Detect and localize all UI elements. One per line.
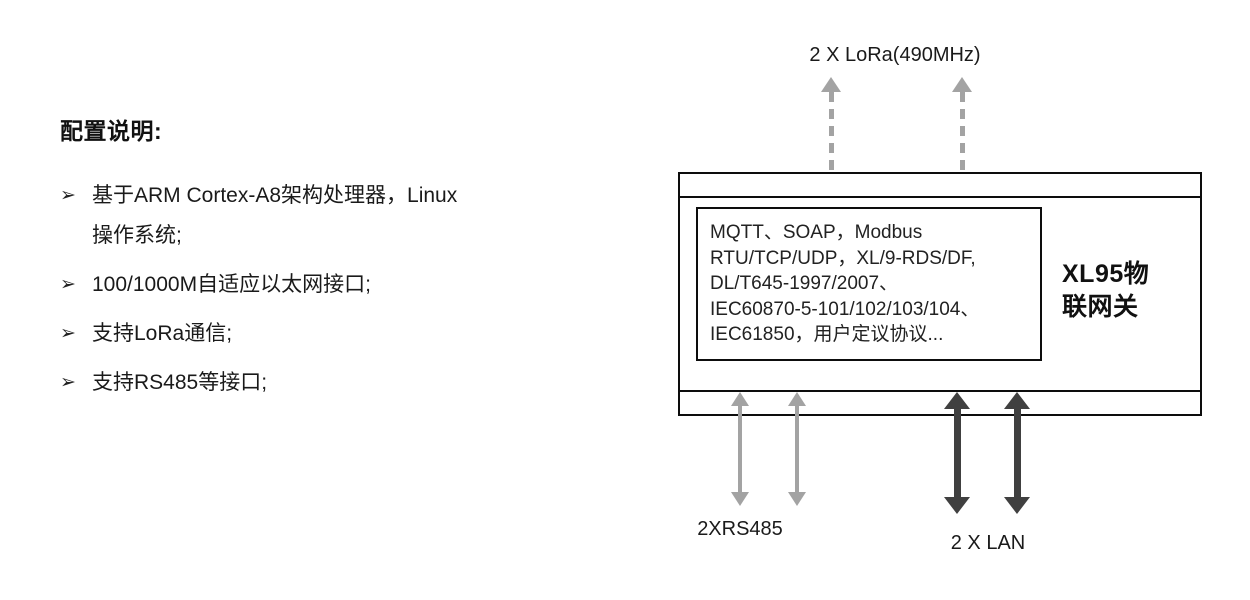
arrow-up-icon — [821, 77, 841, 92]
arrow-up-icon — [788, 392, 806, 406]
arrow-down-icon — [788, 492, 806, 506]
arrow-up-icon — [731, 392, 749, 406]
arrow-shaft — [738, 406, 742, 492]
arrow-down-icon — [1004, 497, 1030, 514]
arrow-up-icon — [944, 392, 970, 409]
bullet-item-rs485: ➢ 支持RS485等接口; — [60, 363, 620, 403]
bullet-item-ethernet: ➢ 100/1000M自适应以太网接口; — [60, 265, 620, 305]
rs485-arrow-left — [730, 392, 750, 506]
bullet-marker-icon: ➢ — [60, 323, 76, 344]
arrow-up-icon — [1004, 392, 1030, 409]
arrow-shaft — [953, 409, 961, 497]
bullet-text: 支持LoRa通信; — [92, 322, 233, 345]
protocol-box: MQTT、SOAP，Modbus RTU/TCP/UDP，XL/9-RDS/DF… — [696, 207, 1042, 361]
lan-arrow-left — [943, 392, 971, 514]
bullet-line: 操作系统; — [92, 224, 182, 247]
arrow-shaft — [959, 92, 965, 182]
arrow-down-icon — [731, 492, 749, 506]
device-name-label: XL95物 联网关 — [1062, 258, 1149, 324]
lan-label: 2 X LAN — [950, 532, 1026, 554]
bullet-text: 100/1000M自适应以太网接口; — [92, 273, 371, 296]
arrow-down-icon — [944, 497, 970, 514]
rs485-arrow-right — [787, 392, 807, 506]
protocol-line: DL/T645-1997/2007、 — [710, 273, 899, 294]
bullet-text: 基于ARM Cortex-A8架构处理器，Linux 操作系统; — [92, 176, 620, 256]
protocol-line: RTU/TCP/UDP，XL/9-RDS/DF, — [710, 247, 976, 269]
config-heading: 配置说明: — [60, 118, 163, 144]
device-name-line: 联网关 — [1062, 293, 1139, 321]
protocol-line: IEC61850，用户定议协议... — [710, 324, 944, 345]
arrow-shaft — [795, 406, 799, 492]
bottom-divider-line — [680, 390, 1200, 392]
bullet-marker-icon: ➢ — [60, 274, 76, 295]
protocol-line: IEC60870-5-101/102/103/104、 — [710, 298, 980, 320]
bullet-marker-icon: ➢ — [60, 185, 76, 206]
arrow-shaft — [828, 92, 834, 182]
arrow-up-icon — [952, 77, 972, 92]
bullet-line: 基于ARM Cortex-A8架构处理器，Linux — [92, 184, 458, 207]
rs485-label: 2XRS485 — [697, 518, 783, 540]
bullet-marker-icon: ➢ — [60, 372, 76, 393]
bullet-item-cpu: ➢ 基于ARM Cortex-A8架构处理器，Linux 操作系统; — [60, 176, 620, 256]
arrow-shaft — [1013, 409, 1021, 497]
bullet-text: 支持RS485等接口; — [92, 371, 268, 394]
lora-label: 2 X LoRa(490MHz) — [809, 44, 981, 66]
gateway-device-box: MQTT、SOAP，Modbus RTU/TCP/UDP，XL/9-RDS/DF… — [678, 172, 1202, 416]
protocol-line: MQTT、SOAP，Modbus — [710, 222, 923, 243]
device-name-line: XL95物 — [1062, 260, 1150, 288]
top-divider-line — [680, 196, 1200, 198]
lan-arrow-right — [1003, 392, 1031, 514]
bullet-item-lora: ➢ 支持LoRa通信; — [60, 314, 620, 354]
